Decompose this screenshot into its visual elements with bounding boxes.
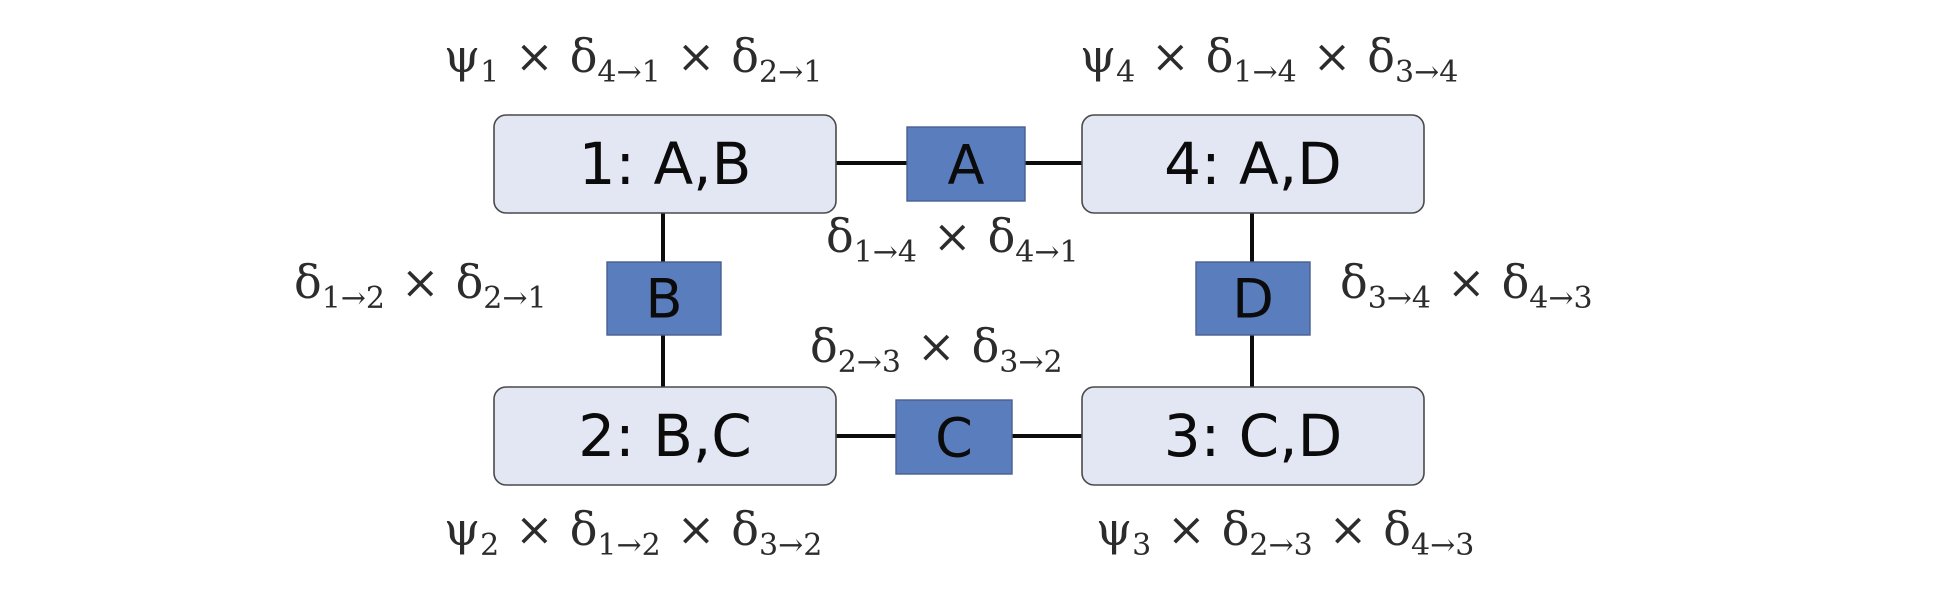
formula-separator-a: δ1→4×δ4→1 [826, 209, 1079, 270]
separator-b-box [606, 261, 722, 336]
node-1: 1: A,B [493, 114, 837, 214]
separator-c: C [895, 399, 1013, 475]
node-1-box [493, 114, 837, 214]
formula-node-2: ψ2×δ1→2×δ3→2 [444, 502, 822, 563]
separator-d-box [1195, 261, 1311, 336]
separator-a-label: A [948, 134, 985, 197]
node-3-label: 3: C,D [1164, 402, 1342, 470]
node-2-box [493, 386, 837, 486]
node-4-label: 4: A,D [1164, 130, 1342, 198]
separator-a: A [906, 126, 1026, 202]
formula-node-4: ψ4×δ1→4×δ3→4 [1080, 29, 1458, 90]
formula-node-3: ψ3×δ2→3×δ4→3 [1096, 502, 1474, 563]
separator-d-label: D [1232, 268, 1274, 331]
formula-node-1: ψ1×δ4→1×δ2→1 [444, 29, 822, 90]
separator-b-label: B [645, 268, 682, 331]
node-2-label: 2: B,C [578, 402, 752, 470]
separator-d: D [1195, 261, 1311, 336]
node-2: 2: B,C [493, 386, 837, 486]
formula-separator-d: δ3→4×δ4→3 [1340, 255, 1593, 316]
formula-separator-c: δ2→3×δ3→2 [810, 319, 1063, 380]
separator-a-box [906, 126, 1026, 202]
node-4-box [1081, 114, 1425, 214]
node-3: 3: C,D [1081, 386, 1425, 486]
node-4: 4: A,D [1081, 114, 1425, 214]
node-3-box [1081, 386, 1425, 486]
node-1-label: 1: A,B [579, 130, 752, 198]
separator-b: B [606, 261, 722, 336]
separator-c-box [895, 399, 1013, 475]
formula-separator-b: δ1→2×δ2→1 [294, 255, 547, 316]
separator-c-label: C [935, 407, 973, 470]
